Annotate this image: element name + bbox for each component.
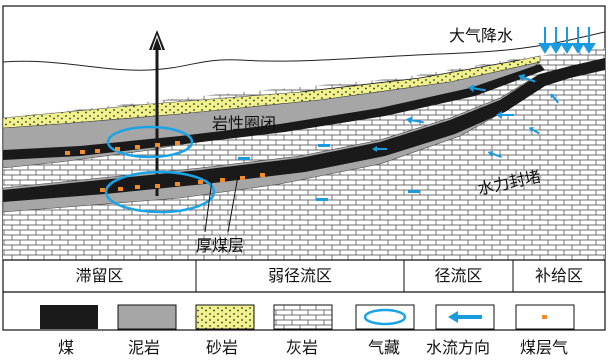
- zone-row: [3, 259, 605, 293]
- cross-section: [3, 31, 605, 260]
- rainfall-arrows: [538, 27, 596, 54]
- legend-label-mudstone: 泥岩: [128, 338, 161, 357]
- coalgas-dots: [65, 141, 265, 192]
- water-flow-arrows: [238, 73, 559, 201]
- ground-surface: [3, 31, 605, 71]
- zone-recharge: 补给区: [534, 266, 583, 285]
- upper-coal-seam: [3, 64, 545, 160]
- gas-reservoir-upper: [106, 125, 194, 159]
- legend-label-limestone: 灰岩: [286, 338, 319, 357]
- legend-swatch-sandstone: [195, 304, 255, 330]
- thick-coal-leaders: [204, 175, 239, 233]
- legend-swatch-coal: [40, 305, 98, 329]
- zone-runoff: 径流区: [434, 266, 483, 285]
- lower-coal-seam: [3, 58, 605, 202]
- legend-flow-arrow-icon: [448, 311, 482, 323]
- rainfall-label: 大气降水: [449, 26, 514, 45]
- lithologic-seal-label: 岩性圈闭: [212, 114, 277, 133]
- legend: [40, 304, 575, 330]
- legend-label-coal: 煤: [58, 338, 75, 357]
- legend-gas-icon: [363, 308, 407, 326]
- zone-stagnant: 滞留区: [75, 266, 124, 285]
- legend-swatch-limestone: [273, 304, 333, 330]
- legend-label-gas: 气藏: [368, 338, 401, 357]
- legend-swatch-mudstone: [117, 304, 177, 330]
- legend-label-coalgas: 煤层气: [520, 338, 569, 357]
- legend-label-flow: 水流方向: [426, 338, 491, 357]
- thick-coal-label: 厚煤层: [196, 236, 245, 255]
- legend-coalgas-dot: [542, 315, 547, 319]
- limestone-body: [3, 48, 605, 260]
- zone-weak-runoff: 弱径流区: [267, 266, 332, 285]
- gas-reservoir-lower: [104, 170, 216, 214]
- legend-label-sandstone: 砂岩: [206, 338, 239, 357]
- sandstone-outcrop-top: [299, 59, 521, 93]
